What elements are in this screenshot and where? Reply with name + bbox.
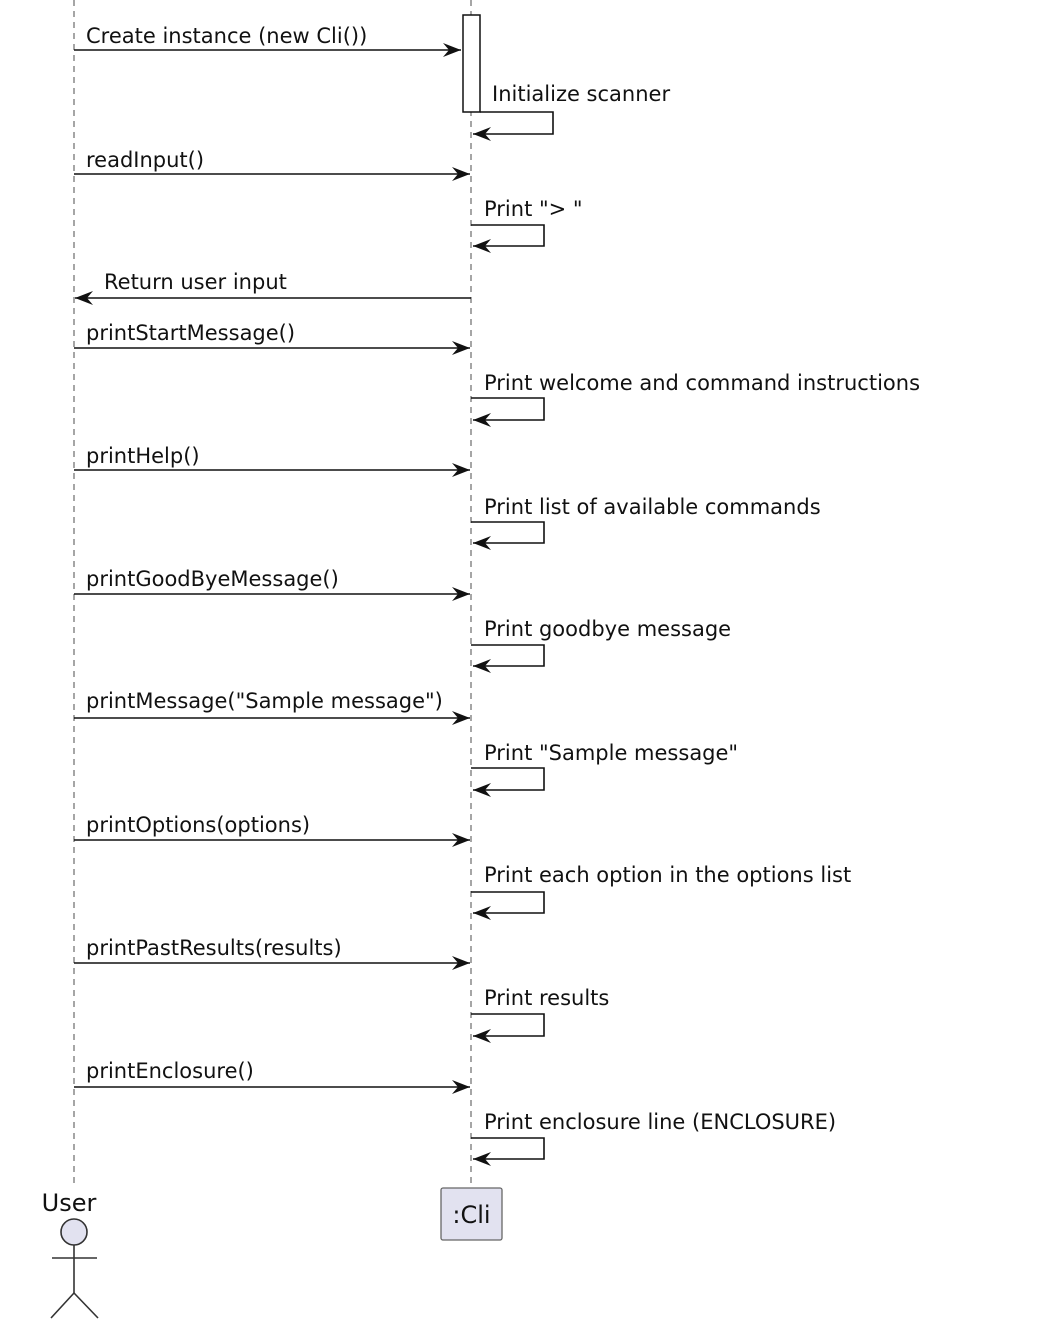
message-9: Print list of available commands [471, 495, 821, 550]
message-10: printGoodByeMessage() [74, 567, 470, 601]
message-label: printHelp() [86, 444, 200, 468]
message-2: Initialize scanner [473, 82, 670, 141]
message-label: printPastResults(results) [86, 936, 342, 960]
self-message-arrow [471, 644, 545, 673]
message-11: Print goodbye message [471, 617, 731, 673]
message-label: Return user input [104, 270, 287, 294]
message-5: Return user input [75, 270, 471, 305]
message-6: printStartMessage() [74, 321, 470, 355]
message-label: printEnclosure() [86, 1059, 254, 1083]
user-participant-label: User [42, 1189, 97, 1217]
self-message-arrow [473, 111, 554, 141]
message-label: printMessage("Sample message") [86, 689, 443, 713]
cli-participant-label: :Cli [452, 1201, 490, 1229]
self-message-arrow [471, 1013, 545, 1043]
message-label: Print goodbye message [484, 617, 731, 641]
message-label: Create instance (new Cli()) [86, 24, 367, 48]
message-3: readInput() [74, 148, 470, 181]
user-actor: User [42, 1189, 99, 1319]
actor-figure-icon [50, 1218, 99, 1319]
self-message-arrow [471, 1137, 545, 1166]
message-13: Print "Sample message" [471, 741, 738, 797]
message-18: printEnclosure() [74, 1059, 470, 1094]
message-7: Print welcome and command instructions [471, 371, 920, 427]
message-label: Print "> " [484, 197, 583, 221]
messages-group: Create instance (new Cli()) Initialize sc… [74, 24, 920, 1166]
message-14: printOptions(options) [74, 813, 470, 847]
message-label: printOptions(options) [86, 813, 310, 837]
message-15: Print each option in the options list [471, 863, 851, 920]
cli-participant-box [440, 1187, 503, 1241]
message-16: printPastResults(results) [74, 936, 470, 970]
message-label: Print welcome and command instructions [484, 371, 920, 395]
message-label: printStartMessage() [86, 321, 295, 345]
message-19: Print enclosure line (ENCLOSURE) [471, 1110, 836, 1166]
message-12: printMessage("Sample message") [74, 689, 470, 725]
message-4: Print "> " [471, 197, 583, 253]
message-label: Print list of available commands [484, 495, 821, 519]
message-label: Print results [484, 986, 609, 1010]
self-message-arrow [471, 224, 545, 253]
message-label: Print each option in the options list [484, 863, 851, 887]
self-message-arrow [471, 891, 545, 920]
cli-activation-bar [462, 14, 481, 113]
message-label: Print "Sample message" [484, 741, 738, 765]
self-message-arrow [471, 397, 545, 427]
message-label: Initialize scanner [492, 82, 670, 106]
message-8: printHelp() [74, 444, 470, 477]
message-1: Create instance (new Cli()) [74, 24, 461, 57]
message-label: Print enclosure line (ENCLOSURE) [484, 1110, 836, 1134]
self-message-arrow [471, 521, 545, 550]
message-17: Print results [471, 986, 609, 1043]
message-label: printGoodByeMessage() [86, 567, 339, 591]
message-label: readInput() [86, 148, 204, 172]
self-message-arrow [471, 767, 545, 797]
cli-participant: :Cli [440, 1187, 503, 1241]
